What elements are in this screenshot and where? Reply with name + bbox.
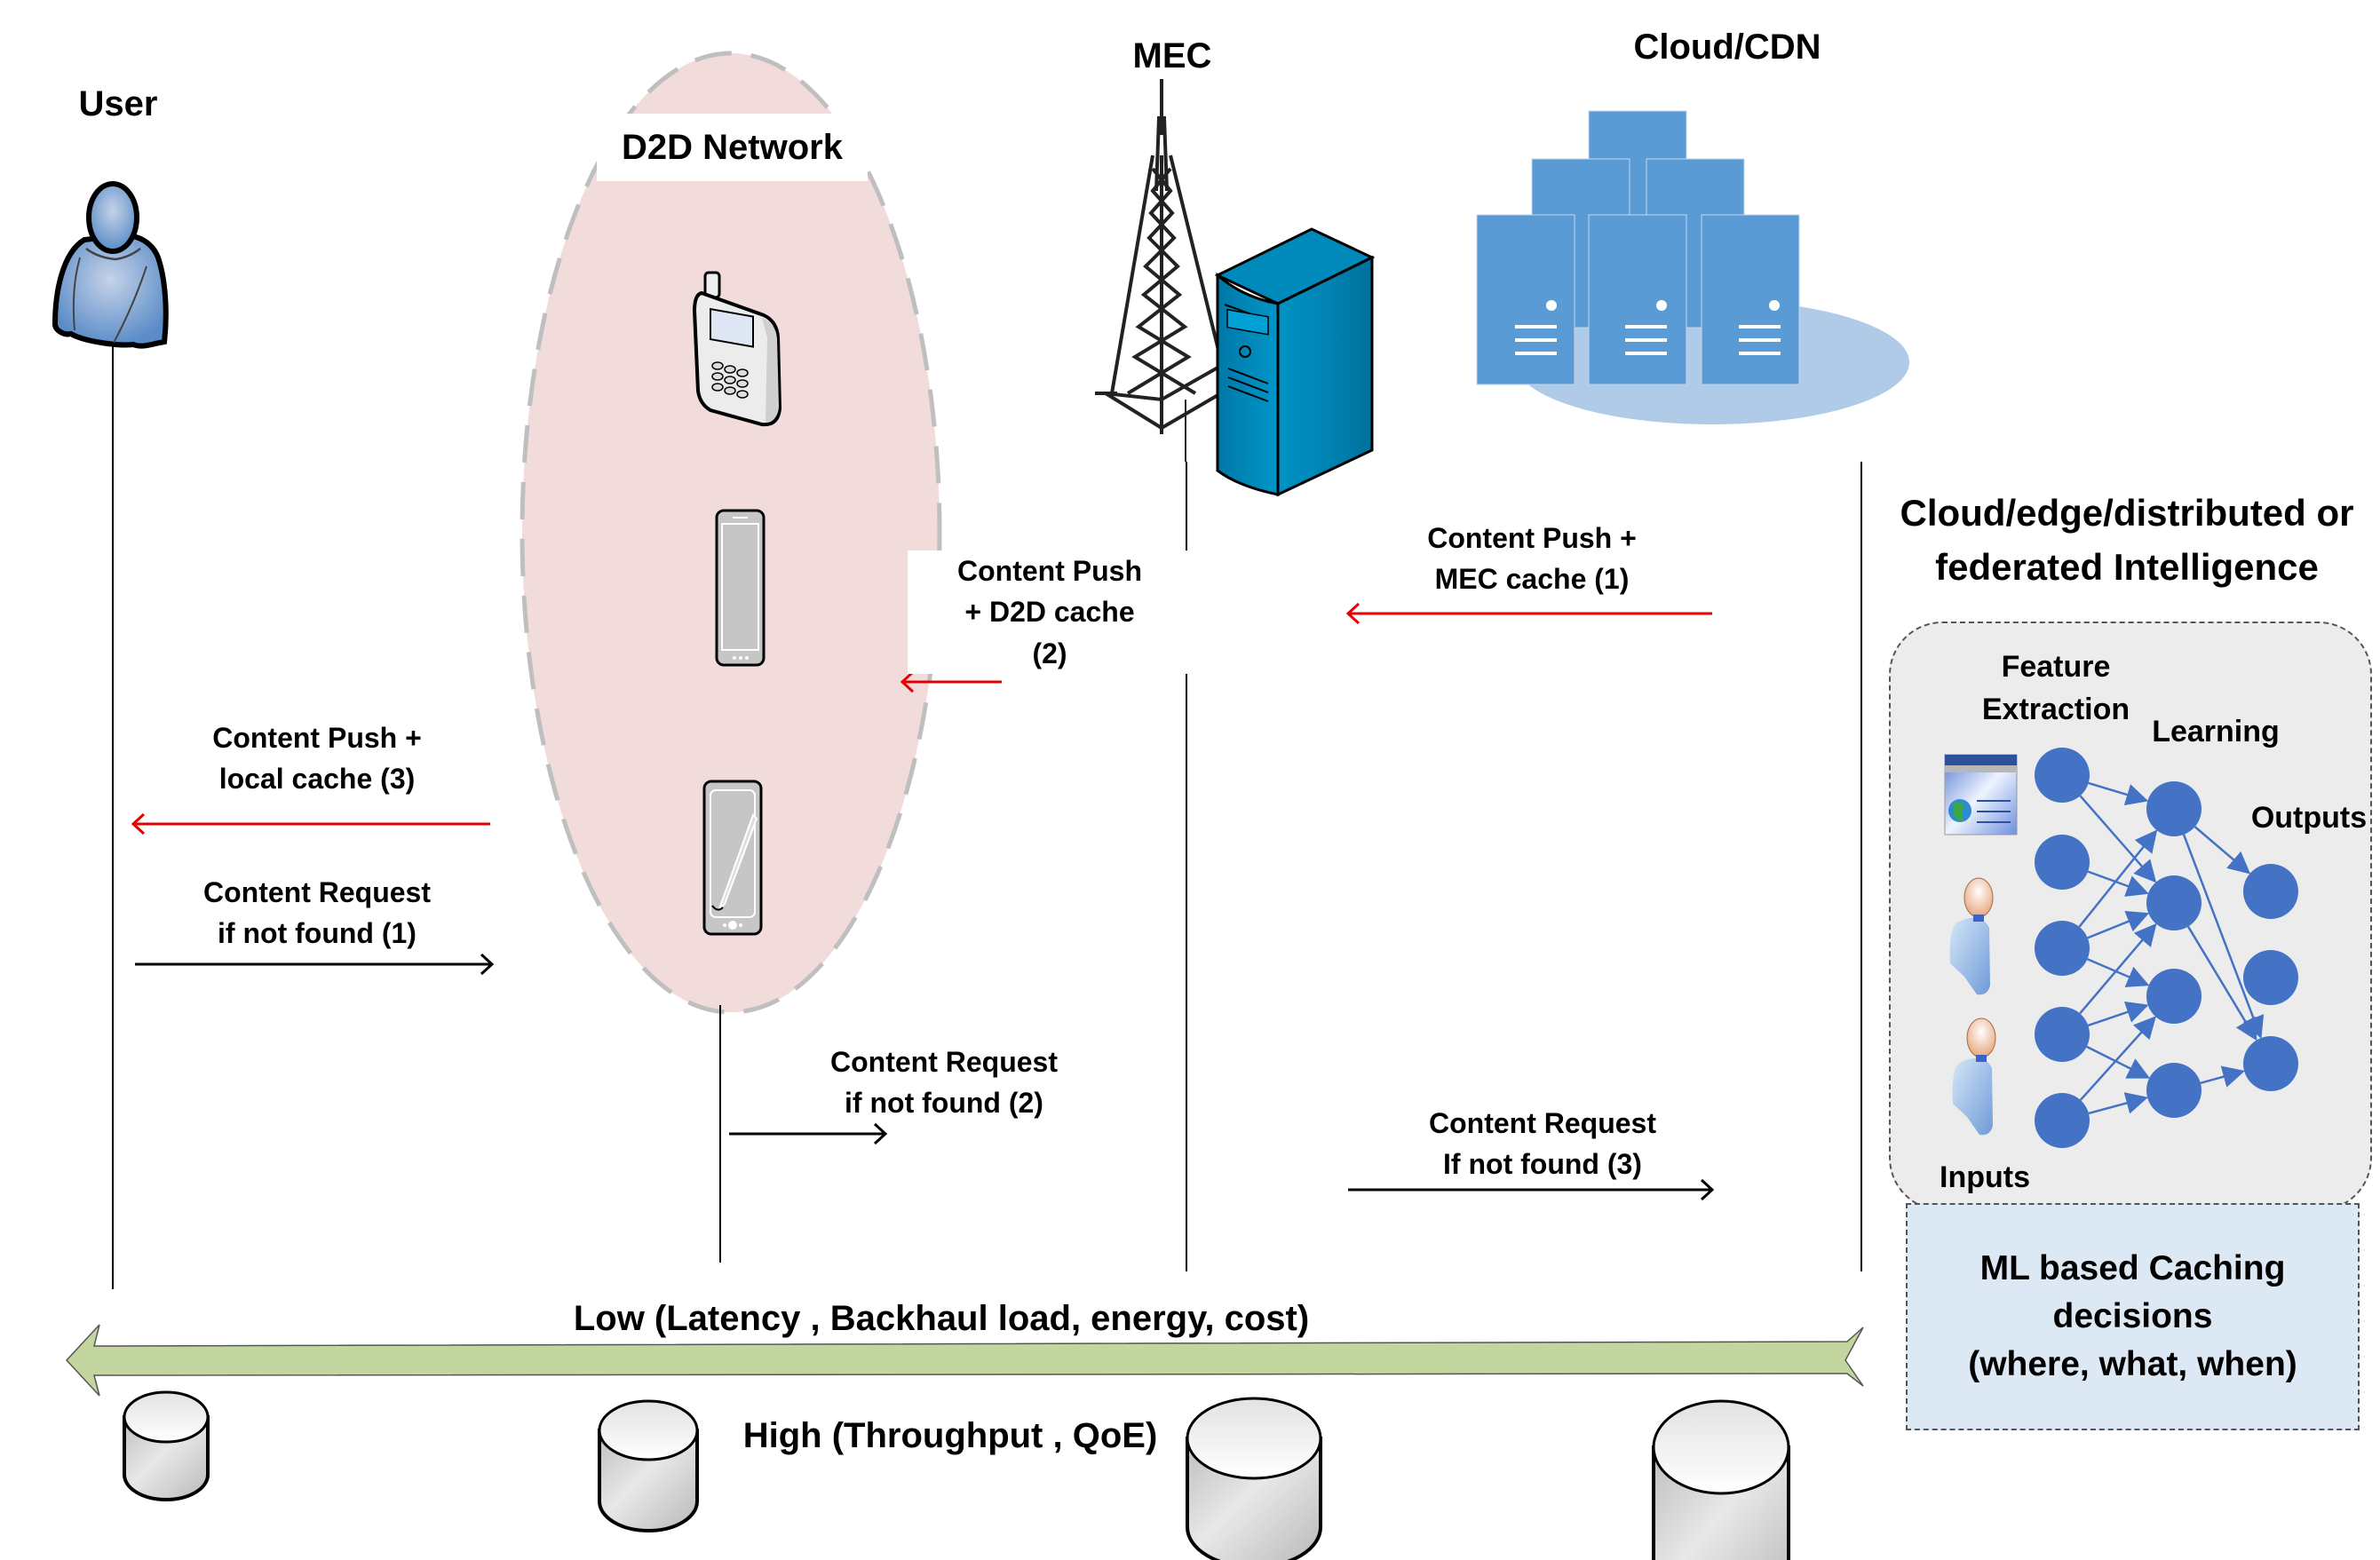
- nn-connection: [2087, 911, 2150, 939]
- feature-phone-icon: [692, 271, 782, 427]
- smartphone-icon: [715, 509, 766, 667]
- intelligence-title-line1: Cloud/edge/distributed or: [1900, 492, 2354, 534]
- arrow-push-d2d: [900, 670, 1002, 693]
- label-request-3-line1: Content Request: [1429, 1107, 1656, 1139]
- feature-extraction-line2: Extraction: [1981, 692, 2130, 726]
- nn-connection: [2200, 1065, 2246, 1088]
- server-unit: [1476, 214, 1575, 385]
- outputs-label: Outputs: [2250, 801, 2368, 835]
- label-push-local-line1: Content Push +: [212, 722, 422, 754]
- server-tower-icon: [1214, 227, 1376, 497]
- label-request-1-line2: if not found (1): [218, 917, 416, 950]
- arrow-push-local: [131, 812, 490, 835]
- d2d-network-label-box: D2D Network: [597, 114, 868, 181]
- feature-extraction-label: Feature Extraction: [1958, 646, 2154, 731]
- user-label: User: [78, 84, 158, 123]
- mec-label: MEC: [1132, 36, 1212, 75]
- nn-connection: [2078, 829, 2158, 928]
- arrow-request-1: [135, 953, 495, 976]
- decision-line2: decisions: [2052, 1297, 2213, 1336]
- mec-cache-cylinder-icon: [1186, 1397, 1322, 1560]
- cloud-cache-cylinder-icon: [1652, 1399, 1790, 1560]
- intelligence-title: Cloud/edge/distributed or federated Inte…: [1869, 487, 2380, 595]
- label-request-2-line2: if not found (2): [845, 1087, 1043, 1120]
- stylus-smartphone-icon: [702, 780, 763, 936]
- nn-input-node: [2035, 921, 2090, 976]
- label-request-3-line2: If not found (3): [1443, 1148, 1642, 1181]
- label-push-mec-line1: Content Push +: [1427, 522, 1637, 554]
- nn-hidden-node: [2146, 875, 2202, 930]
- server-unit: [1701, 214, 1800, 385]
- d2d-network-label: D2D Network: [622, 127, 843, 167]
- inputs-label: Inputs: [1940, 1160, 2030, 1194]
- label-request-3: Content Request If not found (3): [1387, 1103, 1698, 1185]
- label-request-1: Content Request if not found (1): [162, 872, 472, 954]
- label-push-d2d-line1: Content Push: [957, 555, 1142, 587]
- label-push-local: Content Push + local cache (3): [162, 717, 472, 800]
- arrow-request-2: [729, 1122, 888, 1145]
- label-push-mec: Content Push + MEC cache (1): [1376, 518, 1687, 600]
- feature-extraction-line1: Feature: [2001, 650, 2111, 684]
- nn-connection: [2088, 1092, 2149, 1115]
- arrow-push-mec: [1345, 602, 1712, 625]
- nn-connection: [2079, 923, 2157, 1015]
- label-push-local-line2: local cache (3): [218, 763, 416, 796]
- intelligence-title-line2: federated Intelligence: [1935, 545, 2319, 588]
- nn-connection: [2194, 826, 2251, 875]
- nn-connection: [2087, 1001, 2149, 1027]
- d2d-cache-cylinder-icon: [598, 1399, 699, 1532]
- scale-high-label: High (Throughput , QoE): [742, 1416, 1158, 1455]
- label-push-d2d: Content Push + D2D cache (2): [908, 550, 1192, 675]
- label-request-2: Content Request if not found (2): [789, 1041, 1099, 1124]
- nn-connection: [2186, 925, 2257, 1041]
- nn-output-node: [2243, 950, 2298, 1005]
- cloud-cdn-label: Cloud/CDN: [1633, 28, 1821, 67]
- scale-arrow: [65, 1324, 1864, 1397]
- decision-line1: ML based Caching: [1979, 1249, 2286, 1288]
- person-icon: [1952, 1018, 1996, 1136]
- label-push-mec-line2: MEC cache (1): [1434, 563, 1630, 596]
- user-cache-cylinder-icon: [123, 1390, 210, 1501]
- learning-label: Learning: [2152, 715, 2280, 748]
- nn-hidden-node: [2146, 1063, 2202, 1118]
- arrow-request-3: [1348, 1178, 1715, 1201]
- nn-input-node: [2035, 1093, 2090, 1148]
- ml-caching-decisions-box: ML based Caching decisions (where, what,…: [1906, 1203, 2360, 1430]
- label-push-d2d-line2: + D2D cache: [964, 596, 1135, 629]
- user-icon: [52, 181, 169, 349]
- nn-output-node: [2243, 1036, 2298, 1091]
- nn-hidden-node: [2146, 969, 2202, 1024]
- label-request-1-line1: Content Request: [203, 876, 431, 908]
- nn-input-node: [2035, 835, 2090, 890]
- nn-input-node: [2035, 748, 2090, 803]
- server-cluster-icon: [1476, 110, 1909, 424]
- scale-low-label: Low (Latency , Backhaul load, energy, co…: [573, 1299, 1310, 1338]
- nn-input-node: [2035, 1007, 2090, 1062]
- server-unit: [1588, 214, 1687, 385]
- label-push-d2d-line3: (2): [1032, 637, 1067, 669]
- nn-connection: [2079, 1016, 2156, 1101]
- nn-connection: [2088, 781, 2149, 806]
- nn-connection: [2182, 834, 2265, 1039]
- nn-output-node: [2243, 864, 2298, 919]
- person-icon: [1949, 877, 1994, 995]
- nn-hidden-node: [2146, 781, 2202, 836]
- web-page-icon: [1944, 754, 2018, 835]
- nn-connection: [2079, 795, 2157, 883]
- label-request-2-line1: Content Request: [830, 1046, 1058, 1078]
- decision-line3: (where, what, when): [1968, 1344, 2297, 1383]
